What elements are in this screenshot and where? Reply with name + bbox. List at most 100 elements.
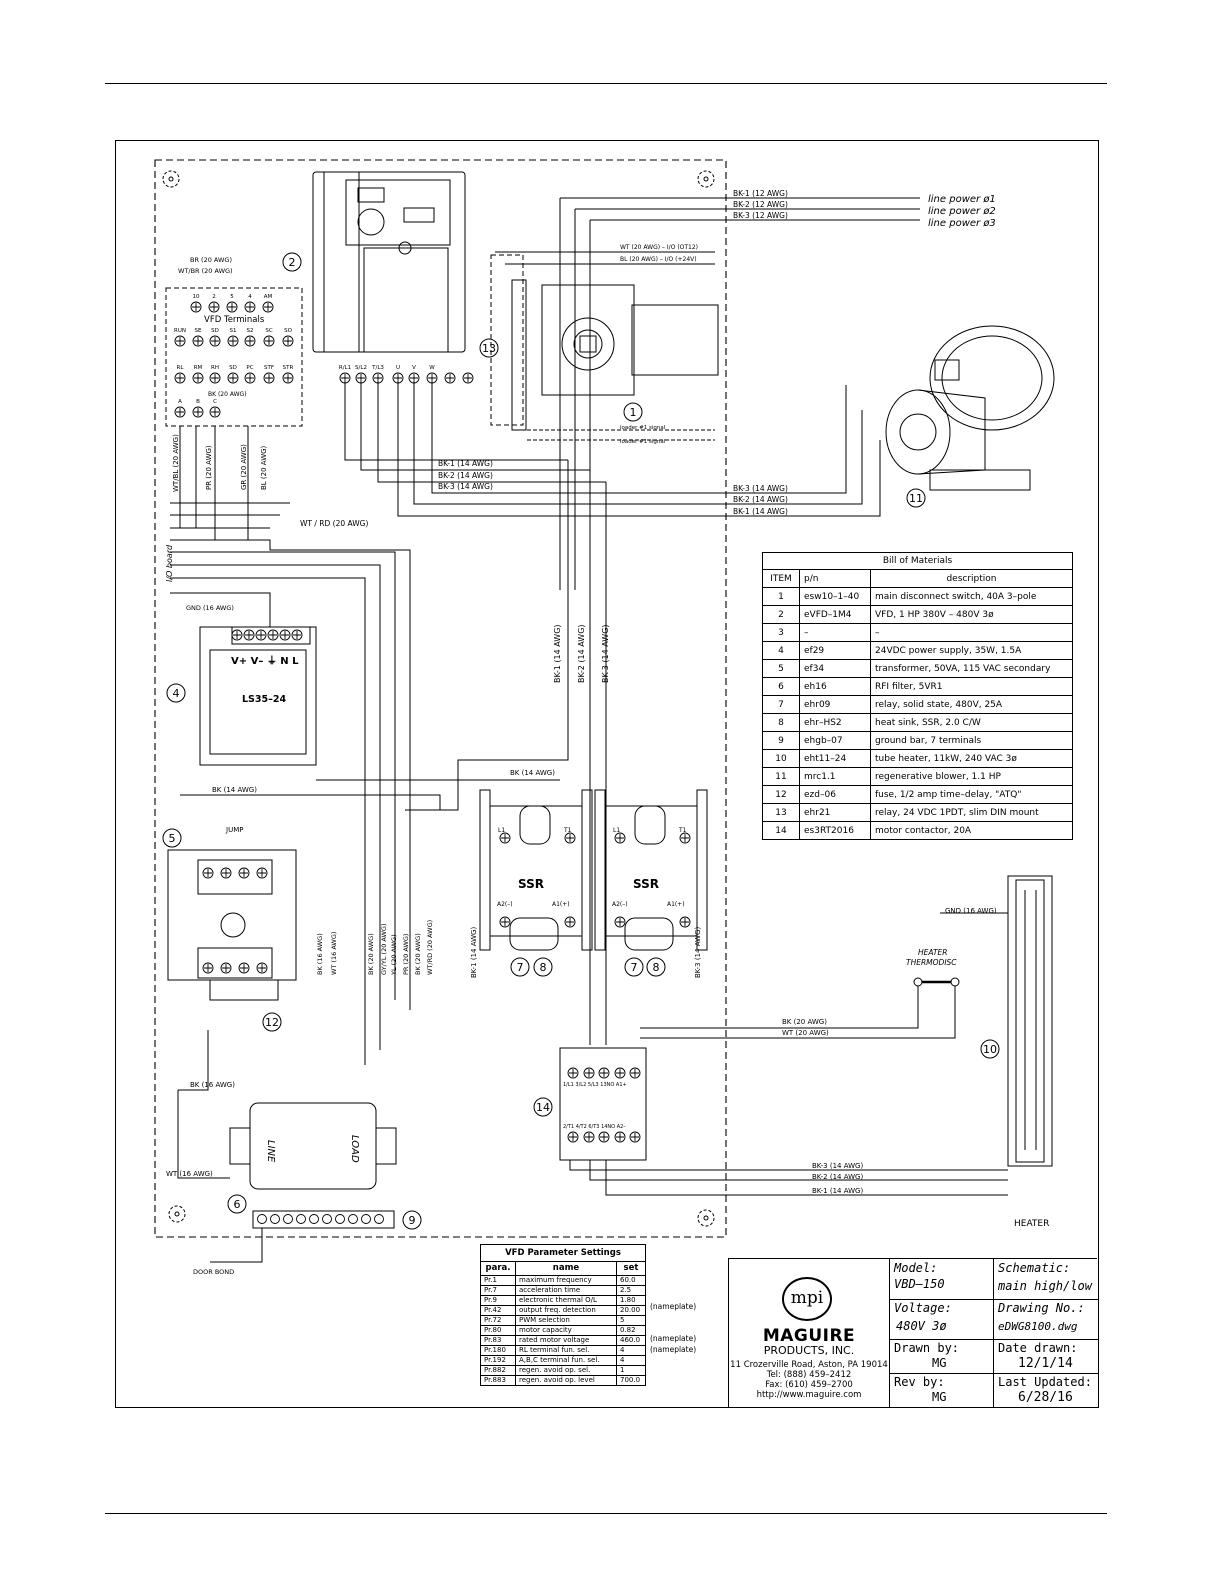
callout-circle <box>533 957 553 977</box>
bom-description: tube heater, 11kW, 240 VAC 3ø <box>870 749 1073 768</box>
bom-part-number: ehgb–07 <box>799 731 871 750</box>
tb-divider <box>889 1299 1098 1300</box>
terminal-screw-cross <box>600 1069 608 1077</box>
terminal-screw-cross <box>293 631 301 639</box>
wire-label: I/O board <box>165 544 174 582</box>
vfd-param-value: 4 <box>616 1345 646 1356</box>
ground-bar-hole <box>296 1214 306 1224</box>
terminal-screw-cross <box>284 374 292 382</box>
terminal-label: S/L2 <box>355 365 367 371</box>
bom-part-number: esw10–1–40 <box>799 587 871 606</box>
terminal-screw-cross <box>229 374 237 382</box>
vfd-param-value: 20.00 <box>616 1305 646 1316</box>
vfd-param: Pr.42 <box>480 1305 516 1316</box>
drawn-by-value: MG <box>932 1356 947 1370</box>
terminal-screw-cross <box>501 918 509 926</box>
wire-label: BK-2 (14 AWG) <box>577 624 586 683</box>
bom-item: 5 <box>762 659 800 678</box>
wire-label: BK-1 (14 AWG) <box>470 927 478 978</box>
terminal-screw <box>444 372 456 384</box>
terminal-screw-cross <box>176 337 184 345</box>
vfd-param-name: electronic thermal O/L <box>515 1295 617 1306</box>
wire-label: BK (14 AWG) <box>212 786 257 794</box>
vfd-param-name: regen. avoid op. level <box>515 1375 617 1386</box>
mpi-logo-icon: mpi <box>782 1277 832 1321</box>
terminal-screw <box>262 301 274 313</box>
schematic-value: main high/low <box>998 1279 1092 1293</box>
wire-label: BK-3 (14 AWG) <box>733 484 788 493</box>
terminal-screw-cross <box>246 337 254 345</box>
ground-bar-hole <box>361 1214 371 1224</box>
thermodisc-label: THERMODISC <box>906 958 957 967</box>
bom-header: ITEM <box>762 569 800 588</box>
terminal-screw-cross <box>246 303 254 311</box>
terminal-screw-cross <box>681 918 689 926</box>
vfd-param: Pr.882 <box>480 1365 516 1376</box>
mounting-holes <box>162 170 715 1227</box>
company-tel: Tel: (888) 459–2412 <box>766 1370 852 1380</box>
terminal-screw <box>227 335 239 347</box>
terminal-screw-cross <box>211 408 219 416</box>
terminal-screw-cross <box>374 374 382 382</box>
vfd-param: Pr.80 <box>480 1325 516 1336</box>
terminal-label: SC <box>265 328 272 334</box>
terminal-screw-cross <box>176 408 184 416</box>
terminal-screw-cross <box>569 1069 577 1077</box>
terminal-screw <box>355 372 367 384</box>
terminal-screw-cross <box>616 1069 624 1077</box>
ground-bar-hole <box>374 1214 384 1224</box>
ssr-terminal-label: A1(+) <box>667 901 685 908</box>
terminal-screw-cross <box>246 374 254 382</box>
wire-label: line power ø2 <box>928 206 996 217</box>
bom-item: 6 <box>762 677 800 696</box>
vfd-unit <box>312 171 466 353</box>
terminal-screw <box>238 867 250 879</box>
wire-label: BK-2 (14 AWG) <box>438 471 493 480</box>
component-label-group: VFD Terminals V+ V– ⏚ N L LS35–24 JUMP S… <box>174 294 1049 1229</box>
callout-circle <box>402 1210 422 1230</box>
bom-description: relay, 24 VDC 1PDT, slim DIN mount <box>870 803 1073 822</box>
terminal-screw-cross <box>428 374 436 382</box>
terminal-screw <box>192 406 204 418</box>
power-supply <box>199 626 317 766</box>
header-rule <box>105 83 1107 84</box>
wire-label: YL (20 AWG) <box>390 934 398 976</box>
terminal-label: V <box>412 365 416 371</box>
bom-description: heat sink, SSR, 2.0 C/W <box>870 713 1073 732</box>
ground-bar-hole <box>348 1214 358 1224</box>
bom-part-number: ehr21 <box>799 803 871 822</box>
terminal-screw <box>564 832 576 844</box>
vfd-param-name: output freq. detection <box>515 1305 617 1316</box>
wire-label: BK (20 AWG) <box>414 933 422 975</box>
callout-circle <box>162 828 182 848</box>
wire-label: BK (20 AWG) <box>782 1018 827 1026</box>
wire-label: BK-1 (14 AWG) <box>553 624 562 683</box>
callout-number: 4 <box>173 687 180 700</box>
callout-number: 2 <box>289 256 296 269</box>
wire-label: BK-3 (14 AWG) <box>812 1162 863 1170</box>
terminal-screw <box>256 962 268 974</box>
bom-part-number: ezd–06 <box>799 785 871 804</box>
ssr-label: SSR <box>633 877 659 891</box>
terminal-screw <box>192 372 204 384</box>
vfd-param-name: rated motor voltage <box>515 1335 617 1346</box>
terminal-screw-cross <box>240 869 248 877</box>
bom-item: 8 <box>762 713 800 732</box>
callout-number: 7 <box>517 961 524 974</box>
terminal-screw-cross <box>211 374 219 382</box>
terminal-screw-cross <box>341 374 349 382</box>
bom-description: RFI filter, 5VR1 <box>870 677 1073 696</box>
callout-circle <box>262 1012 282 1032</box>
terminal-label: SD <box>229 365 237 371</box>
